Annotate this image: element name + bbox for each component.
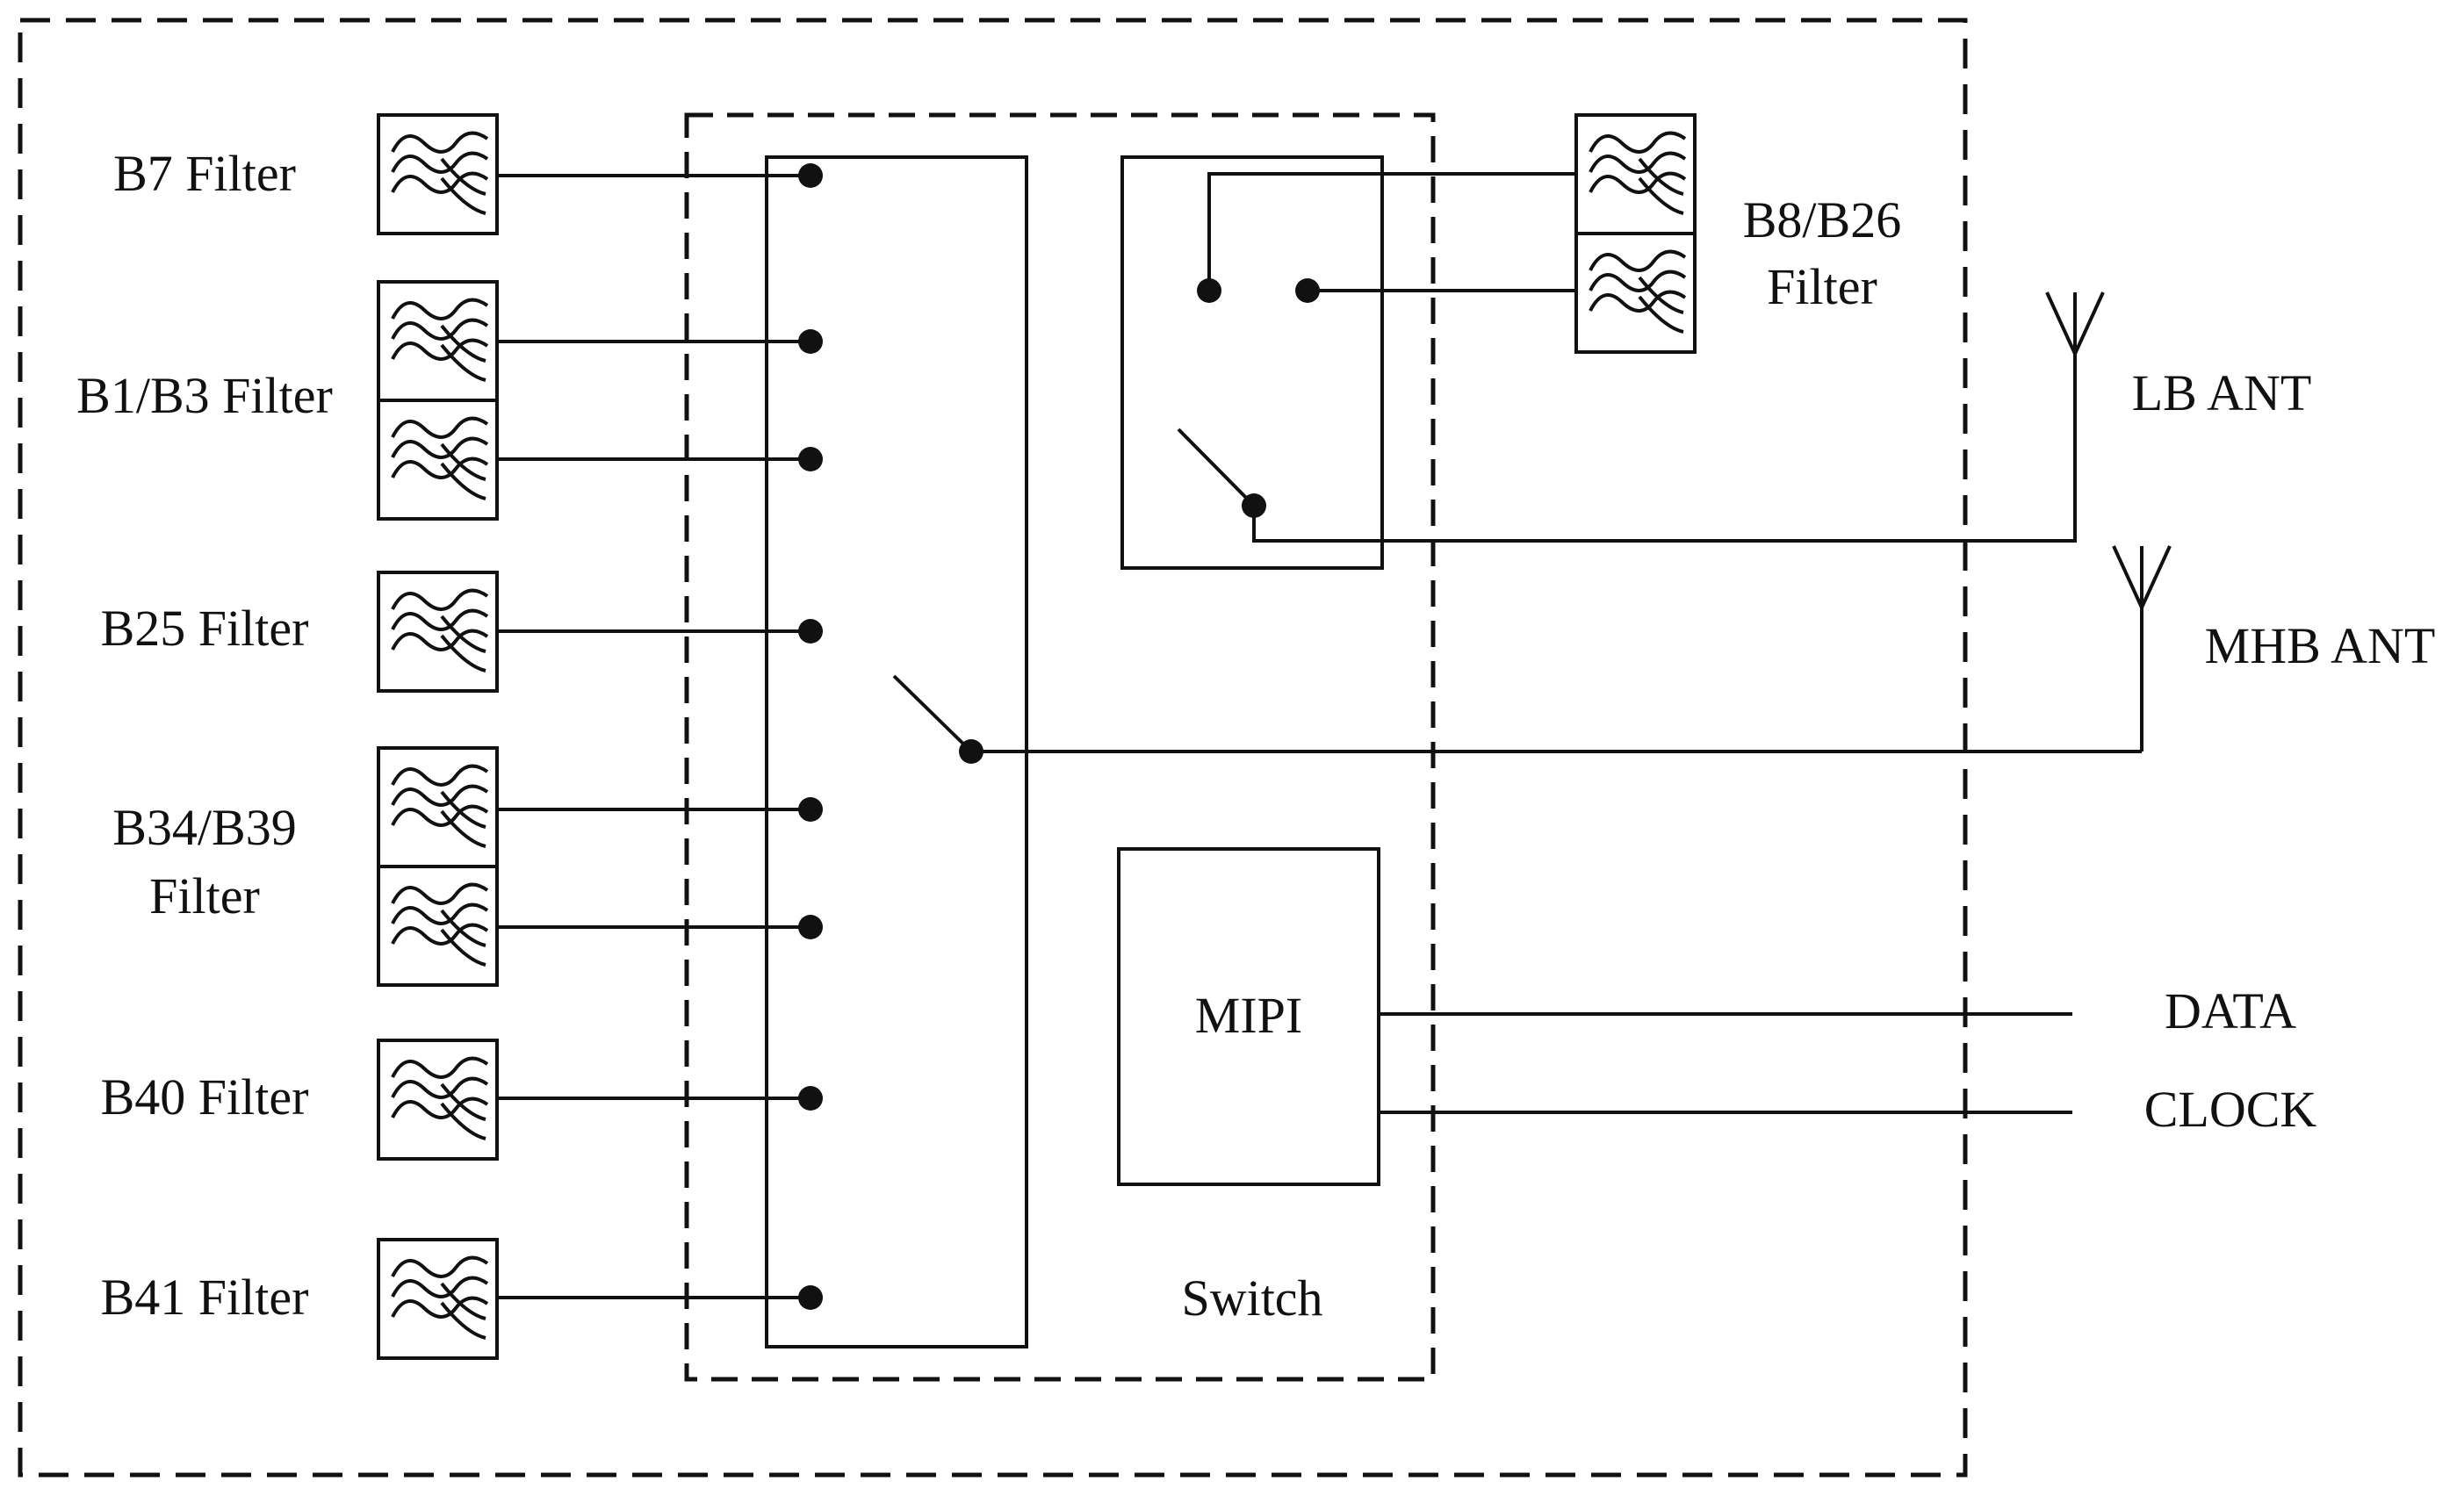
b26-filter-icon [1574,232,1697,354]
b40-filter-label: B40 Filter [101,1068,309,1125]
b1-filter-icon [377,280,499,402]
lb-switch-block [1120,155,1384,570]
lb-contact-b8 [1197,278,1221,303]
lb-switch-wiring [1177,172,2077,543]
b8-filter-icon [1574,113,1697,235]
switch-label: Switch [1181,1269,1322,1327]
b7-filter-label: B7 Filter [113,145,296,202]
b34-filter-icon [377,746,499,868]
b3-filter-icon [377,399,499,521]
mhb-switch-arm [892,674,973,753]
b39-filter-icon [377,865,499,987]
b7-filter-icon [377,113,499,235]
mipi-label: MIPI [1195,987,1302,1044]
mhb-ant-label: MHB ANT [2205,617,2436,674]
lb-ant-label: LB ANT [2132,364,2312,421]
b8b26-filter-label-line1: B8/B26 [1743,191,1902,248]
b1b3-filter-label: B1/B3 Filter [76,367,333,424]
filter-connections [497,174,811,1299]
b25-filter-icon [377,571,499,693]
lb-antenna-icon [2045,291,2105,360]
b34b39-filter-label-line2: Filter [149,867,260,924]
switch-contacts [798,163,823,1310]
module-boundary [18,18,1968,1478]
lb-contact-b26 [1295,278,1320,303]
mipi-block [1117,847,1380,1186]
b40-filter-icon [377,1039,499,1161]
mhb-antenna-icon [2112,544,2172,614]
b34b39-filter-label-line1: B34/B39 [112,799,297,856]
b8b26-filter-label-line2: Filter [1767,258,1877,315]
lb-switch-pole [1242,493,1266,518]
clock-label: CLOCK [2144,1081,2317,1138]
switch-boundary [684,112,1436,1382]
b41-filter-icon [377,1238,499,1360]
b41-filter-label: B41 Filter [101,1269,309,1326]
data-label: DATA [2165,982,2296,1039]
b25-filter-label: B25 Filter [101,600,309,657]
